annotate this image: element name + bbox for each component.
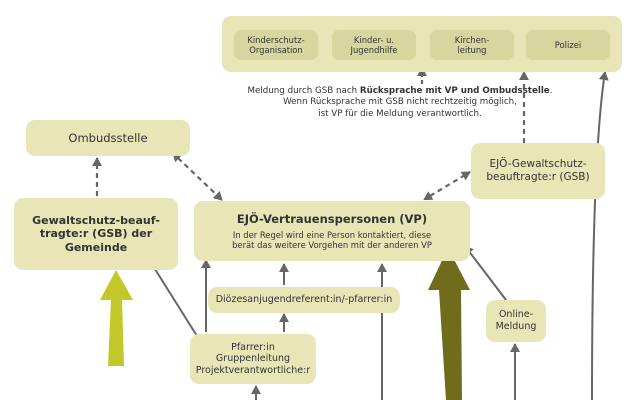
authorities-panel: Kinderschutz- Organisation Kinder- u. Ju… xyxy=(222,16,622,72)
online-report-box: Online- Meldung xyxy=(486,300,546,342)
dashed-ombud-vp xyxy=(172,152,223,201)
report-note: Meldung durch GSB nach Rücksprache mit V… xyxy=(245,86,555,120)
report-note-line2: Wenn Rücksprache mit GSB nicht rechtzeit… xyxy=(283,97,517,108)
ombudsstelle-box: Ombudsstelle xyxy=(26,120,190,156)
youth-officer-box: Diözesanjugendreferent:in/-pfarrer:in xyxy=(208,287,400,313)
report-note-line1: Meldung durch GSB nach Rücksprache mit V… xyxy=(247,86,553,96)
church-leadership-box: Kirchen- leitung xyxy=(430,30,514,60)
report-note-line3: ist VP für die Meldung verantwortlich. xyxy=(318,108,482,119)
arrow-bottom-to-police xyxy=(591,71,609,400)
dashed-vp-gsb xyxy=(423,171,471,201)
olive-arrow xyxy=(428,248,470,400)
child-protection-org-box: Kinderschutz- Organisation xyxy=(234,30,318,60)
youth-welfare-box: Kinder- u. Jugendhilfe xyxy=(332,30,416,60)
gsb-diocese-box: EJÖ-Gewaltschutz- beauftragte:r (GSB) xyxy=(471,143,605,199)
arrow-online-to-vp xyxy=(464,245,507,301)
vp-description: In der Regel wird eine Person kontaktier… xyxy=(232,229,432,250)
vp-box: EJÖ-Vertrauenspersonen (VP) In der Regel… xyxy=(194,201,470,261)
lime-arrow xyxy=(100,270,133,366)
pastor-group-box: Pfarrer:in Gruppenleitung Projektverantw… xyxy=(190,334,316,384)
vp-title: EJÖ-Vertrauenspersonen (VP) xyxy=(236,211,428,226)
police-box: Polizei xyxy=(526,30,610,60)
arrow-pastor-to-gsb xyxy=(147,257,198,337)
gsb-municipality-box: Gewaltschutz-beauf- tragte:r (GSB) der G… xyxy=(14,198,178,270)
